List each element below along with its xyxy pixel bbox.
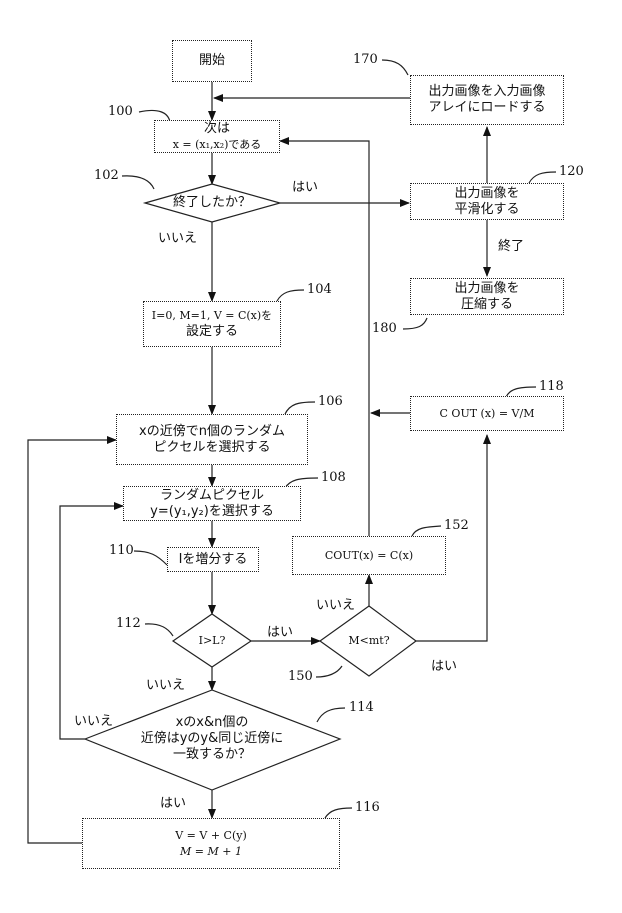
edge-label-112-no: いいえ	[146, 674, 185, 693]
process-100-line2: x = (x₁,x₂)である	[173, 137, 262, 153]
process-108-line1: ランダムピクセル	[160, 488, 264, 504]
process-170: 出力画像を入力画像 アレイにロードする	[410, 75, 564, 125]
process-100: 次は x = (x₁,x₂)である	[154, 120, 280, 153]
decision-114-text: xのx&n個の 近傍はyのy&同じ近傍に 一致するか？	[110, 714, 314, 764]
process-110: Iを増分する	[167, 547, 259, 572]
ref-106: 106	[318, 394, 343, 409]
process-104: I=0, M=1, V = C(x)を 設定する	[143, 301, 281, 347]
decision-102-label: 終了したか？	[173, 195, 251, 211]
decision-112-label: I>L?	[199, 633, 226, 649]
process-106-line2: ピクセルを選択する	[153, 440, 270, 456]
process-120: 出力画像を 平滑化する	[410, 183, 564, 220]
process-170-line2: アレイにロードする	[428, 100, 545, 116]
leader-150	[316, 666, 342, 677]
leader-116	[325, 808, 352, 818]
edge-114-108	[60, 506, 123, 739]
ref-152: 152	[444, 518, 469, 533]
ref-112: 112	[116, 616, 141, 631]
process-180-line2: 圧縮する	[461, 297, 513, 313]
leader-152	[412, 526, 441, 536]
process-116-line2: M = M + 1	[180, 844, 242, 860]
edge-label-114-yes: はい	[160, 792, 186, 811]
leader-106	[285, 402, 315, 414]
decision-150-label: M<mt?	[348, 633, 389, 649]
edge-116-106	[28, 440, 118, 843]
decision-114-line2: 近傍はyのy&同じ近傍に	[141, 731, 284, 747]
process-110-text: Iを増分する	[179, 552, 248, 568]
edge-label-102-no: いいえ	[158, 227, 197, 246]
decision-102-text: 終了したか？	[160, 195, 264, 211]
leader-120	[529, 172, 556, 183]
process-118: C OUT (x) = V/M	[410, 396, 564, 431]
leader-170	[382, 60, 408, 75]
ref-120: 120	[559, 164, 584, 179]
ref-170: 170	[353, 52, 378, 67]
process-104-line1: I=0, M=1, V = C(x)を	[152, 308, 272, 324]
process-152: COUT(x) = C(x)	[292, 536, 446, 575]
process-100-line1: 次は	[204, 121, 230, 137]
edge-label-112-yes: はい	[267, 621, 293, 640]
process-116-line1: V = V + C(y)	[175, 828, 247, 844]
decision-114-line1: xのx&n個の	[176, 715, 249, 731]
process-120-line2: 平滑化する	[454, 202, 519, 218]
start-text: 開始	[199, 53, 225, 69]
start-node: 開始	[172, 40, 252, 82]
process-108: ランダムピクセル y=(y₁,y₂)を選択する	[123, 486, 301, 521]
process-108-line2: y=(y₁,y₂)を選択する	[150, 504, 274, 520]
ref-180: 180	[372, 321, 397, 336]
process-120-line1: 出力画像を	[454, 186, 519, 202]
edge-label-150-yes: はい	[431, 655, 457, 674]
decision-114-line3: 一致するか？	[173, 747, 251, 763]
leader-180	[403, 318, 427, 329]
edge-label-102-yes: はい	[292, 176, 318, 195]
process-152-text: COUT(x) = C(x)	[325, 548, 413, 564]
process-118-text: C OUT (x) = V/M	[440, 406, 535, 422]
process-180-line1: 出力画像を	[454, 281, 519, 297]
process-106: xの近傍でn個のランダム ピクセルを選択する	[116, 414, 308, 465]
process-106-line1: xの近傍でn個のランダム	[139, 424, 285, 440]
ref-108: 108	[321, 470, 346, 485]
leader-102	[122, 176, 154, 189]
edge-label-120-end: 終了	[498, 235, 524, 254]
decision-150-text: M<mt?	[330, 633, 408, 649]
process-170-line1: 出力画像を入力画像	[428, 84, 545, 100]
ref-114: 114	[349, 700, 374, 715]
ref-110: 110	[109, 543, 134, 558]
process-104-line2: 設定する	[186, 324, 238, 340]
decision-112-text: I>L?	[180, 633, 244, 649]
leader-114	[317, 708, 345, 722]
ref-100: 100	[108, 104, 133, 119]
ref-150: 150	[288, 669, 313, 684]
ref-104: 104	[307, 282, 332, 297]
edge-label-150-no: いいえ	[316, 594, 355, 613]
edge-label-114-no: いいえ	[74, 710, 113, 729]
leader-110	[134, 551, 167, 565]
process-180: 出力画像を 圧縮する	[410, 278, 564, 315]
ref-116: 116	[355, 800, 380, 815]
process-116: V = V + C(y) M = M + 1	[82, 818, 340, 869]
ref-118: 118	[539, 379, 564, 394]
leader-104	[277, 290, 304, 301]
leader-112	[145, 624, 173, 636]
ref-102: 102	[94, 168, 119, 183]
